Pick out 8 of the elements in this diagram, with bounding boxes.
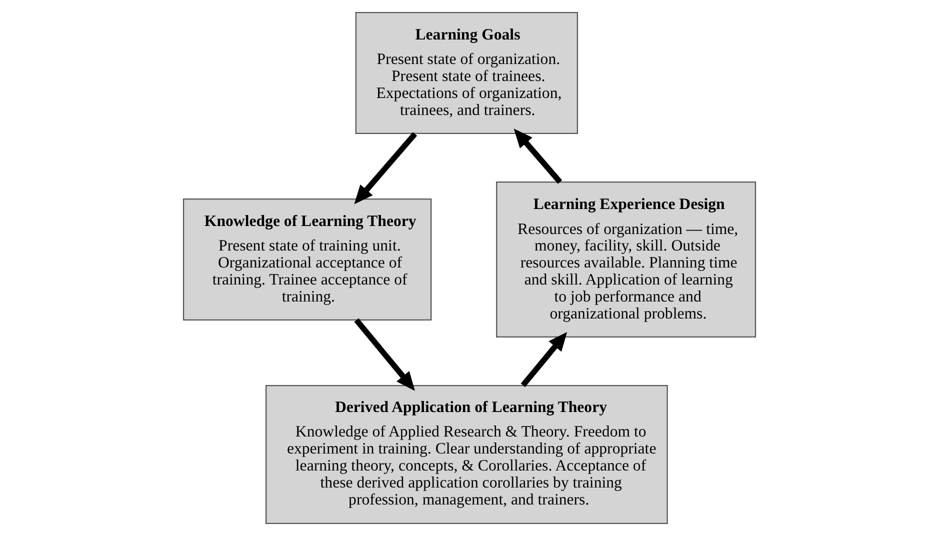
- node-box: Knowledge of Learning Theory Present state of training unit. Organizational acceptance of training. Trainee acceptance of training.: [182, 198, 432, 321]
- node-box: Learning Goals Present state of organization. Present state of trainees. Expectations of organization, trainees, and trainers.: [354, 12, 578, 134]
- node-box: Derived Application of Learning Theory Knowledge of Applied Research & Theory. Freedom to experiment in training. Clear understanding of appropriate learning theory, concepts, & Corollaries. Acceptance of these derived application corollaries by training profession, management, and trainers.: [264, 385, 668, 524]
- arrow: [354, 132, 417, 204]
- arrow: [354, 318, 414, 391]
- arrow: [513, 128, 562, 184]
- node-box: Learning Experience Design Resources of organization — time, money, facility, skill. Outside resources available. Planning time and skill. Application of learning to job performance and organizational problems.: [496, 182, 756, 338]
- arrow: [520, 332, 567, 388]
